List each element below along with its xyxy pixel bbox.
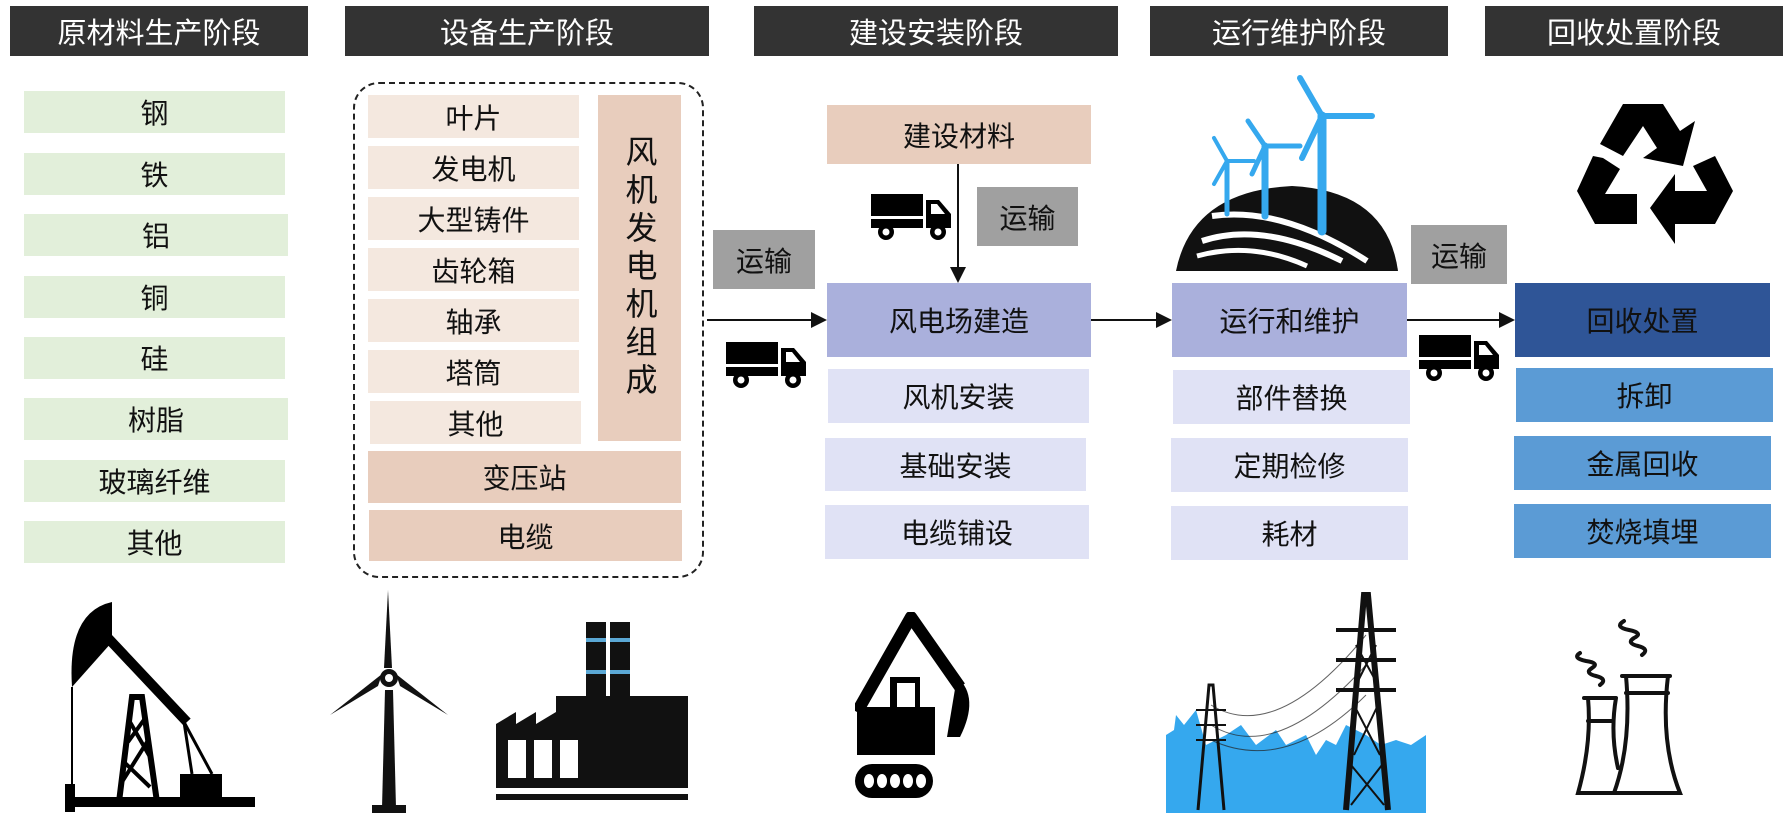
wind-farm-icon: [1176, 75, 1398, 271]
construction-main-box: 风电场建造: [827, 283, 1091, 357]
stage-header-construction: 建设安装阶段: [754, 6, 1118, 56]
recycle-icon: [1577, 104, 1733, 244]
recycling-item: 金属回收: [1514, 436, 1771, 490]
oil-pump-icon: [65, 602, 255, 812]
raw-material-item: 其他: [24, 521, 285, 563]
truck-icon: [726, 342, 806, 388]
cooling-tower-icon: [1575, 619, 1683, 795]
power-tower-icon: [1166, 592, 1426, 813]
equipment-extra-item: 电缆: [369, 510, 682, 561]
equipment-component-item: 齿轮箱: [368, 248, 579, 291]
equipment-component-item: 其他: [370, 401, 581, 444]
operation-item: 耗材: [1171, 506, 1408, 560]
equipment-component-item: 发电机: [368, 146, 579, 189]
operation-main-box: 运行和维护: [1172, 283, 1407, 357]
recycling-item: 拆卸: [1516, 368, 1773, 422]
stage-header-equipment: 设备生产阶段: [345, 6, 709, 56]
equipment-extra-item: 变压站: [368, 451, 681, 503]
raw-material-item: 树脂: [24, 398, 288, 440]
raw-material-item: 铝: [24, 214, 288, 256]
excavator-icon: [855, 612, 970, 798]
truck-icon: [1419, 335, 1499, 381]
operation-item: 定期检修: [1171, 438, 1408, 492]
stage-header-raw: 原材料生产阶段: [10, 6, 308, 56]
transport-label: 运输: [713, 230, 815, 289]
recycling-item: 焚烧填埋: [1514, 504, 1771, 558]
construction-item: 风机安装: [828, 369, 1089, 423]
construction-materials-box: 建设材料: [827, 105, 1091, 164]
equipment-group-border: [353, 82, 704, 578]
truck-icon: [871, 194, 951, 240]
wind-turbine-icon: [330, 590, 448, 813]
stage-header-operation: 运行维护阶段: [1150, 6, 1448, 56]
transport-label: 运输: [977, 187, 1078, 246]
stage-header-recycling: 回收处置阶段: [1485, 6, 1783, 56]
equipment-component-item: 轴承: [368, 299, 579, 342]
raw-material-item: 钢: [24, 91, 285, 133]
equipment-component-item: 塔筒: [368, 350, 579, 393]
raw-material-item: 玻璃纤维: [24, 460, 285, 502]
recycling-main-box: 回收处置: [1515, 283, 1770, 357]
construction-item: 基础安装: [825, 438, 1086, 491]
factory-icon: [496, 622, 688, 800]
transport-label: 运输: [1411, 225, 1507, 284]
construction-item: 电缆铺设: [825, 505, 1089, 559]
raw-material-item: 硅: [24, 337, 285, 379]
turbine-composition-label: 风机发电机组成: [598, 95, 681, 441]
operation-item: 部件替换: [1173, 370, 1410, 424]
raw-material-item: 铁: [24, 153, 285, 195]
equipment-component-item: 叶片: [368, 95, 579, 138]
raw-material-item: 铜: [24, 276, 285, 318]
equipment-component-item: 大型铸件: [368, 197, 579, 240]
